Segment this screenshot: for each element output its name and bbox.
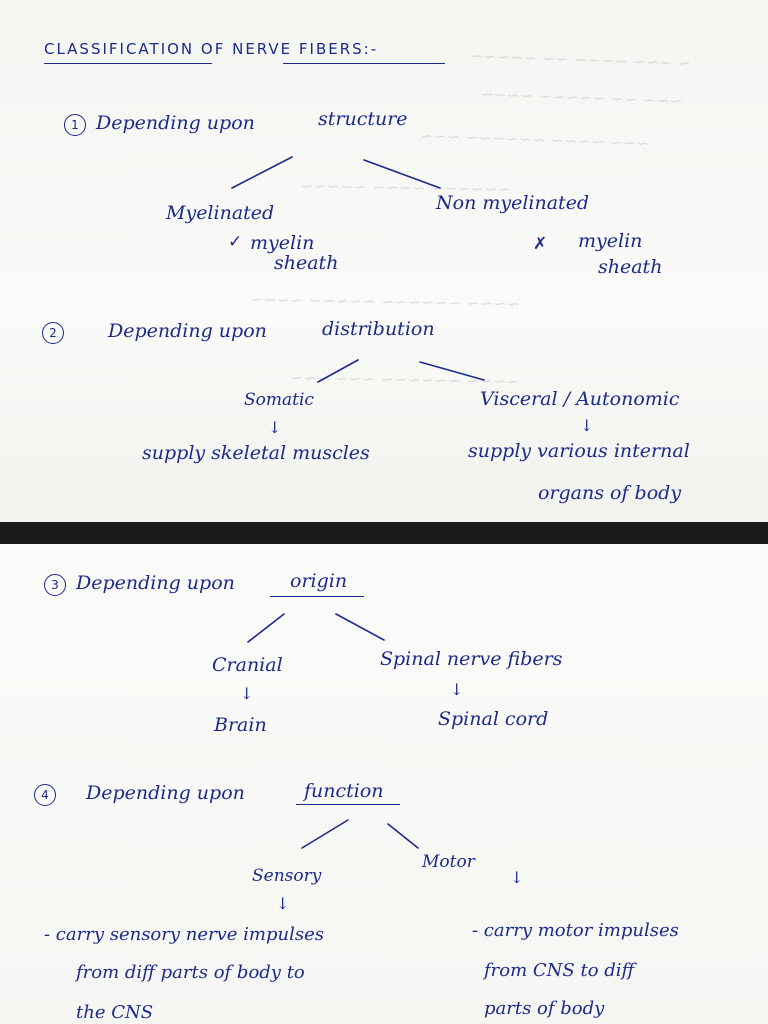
section-4-left-detail-3: the CNS <box>76 1002 154 1023</box>
section-2-heading-prefix: Depending upon <box>108 320 267 342</box>
section-4-heading-prefix: Depending upon <box>86 782 245 804</box>
section-4-left-detail-2: from diff parts of body to <box>76 962 305 983</box>
section-3-right-label: Spinal nerve fibers <box>380 648 563 670</box>
section-3-left-label: Cranial <box>212 654 283 676</box>
check-mark-icon: ✓ <box>228 232 243 252</box>
section-2-right-detail-2: organs of body <box>538 482 682 504</box>
title-underline <box>283 63 445 64</box>
heading-underline <box>296 804 400 805</box>
section-1-right-detail-1: myelin <box>578 230 643 252</box>
section-number-1: 1 <box>64 114 86 136</box>
down-arrow-icon: ↓ <box>276 894 290 913</box>
section-1-left-detail-1: myelin <box>250 232 315 254</box>
section-4-left-label: Sensory <box>252 866 322 886</box>
title-underline <box>44 63 212 64</box>
section-3-heading-prefix: Depending upon <box>76 572 235 594</box>
section-number-4: 4 <box>34 784 56 806</box>
section-4-right-detail-2: from CNS to diff <box>484 960 635 981</box>
section-4-right-detail-3: parts of body <box>484 998 605 1019</box>
notebook-page-top: ~ ~~~ ~~~~ ~~ ~~~~~ ~~~ ~~ ~~~~~ ~~~~ ~~… <box>0 0 768 522</box>
down-arrow-icon: ↓ <box>580 416 594 435</box>
section-4-right-detail-1: - carry motor impulses <box>472 920 679 941</box>
cross-mark-icon: ✗ <box>533 234 548 254</box>
page-title: CLASSIFICATION OF NERVE FIBERS:- <box>44 40 379 58</box>
section-2-right-label: Visceral / Autonomic <box>480 388 680 410</box>
section-4-heading-keyword: function <box>304 780 384 802</box>
section-1-left-detail-2: sheath <box>274 252 339 274</box>
section-2-left-label: Somatic <box>244 390 314 410</box>
section-number-2: 2 <box>42 322 64 344</box>
section-1-left-label: Myelinated <box>166 202 275 224</box>
branch-lines-bottom <box>247 613 419 849</box>
section-3-right-detail-1: Spinal cord <box>438 708 549 730</box>
section-1-right-detail-2: sheath <box>598 256 663 278</box>
down-arrow-icon: ↓ <box>450 680 464 699</box>
section-2-right-detail-1: supply various internal <box>468 440 690 462</box>
section-3-left-detail-1: Brain <box>214 714 267 736</box>
section-2-heading-keyword: distribution <box>322 318 435 340</box>
section-1-right-label: Non myelinated <box>436 192 590 214</box>
branch-lines-top <box>231 156 485 383</box>
down-arrow-icon: ↓ <box>240 684 254 703</box>
down-arrow-icon: ↓ <box>510 868 524 887</box>
heading-underline <box>270 596 364 597</box>
section-1-heading-prefix: Depending upon <box>96 112 255 134</box>
notebook-page-bottom: 3 Depending upon origin Cranial ↓ Brain … <box>0 544 768 1024</box>
section-2-left-detail-1: supply skeletal muscles <box>142 442 370 464</box>
section-number-3: 3 <box>44 574 66 596</box>
section-4-left-detail-1: - carry sensory nerve impulses <box>44 924 324 945</box>
section-4-right-label: Motor <box>422 852 475 872</box>
section-1-heading-keyword: structure <box>318 108 408 130</box>
section-3-heading-keyword: origin <box>290 570 348 592</box>
down-arrow-icon: ↓ <box>268 418 282 437</box>
